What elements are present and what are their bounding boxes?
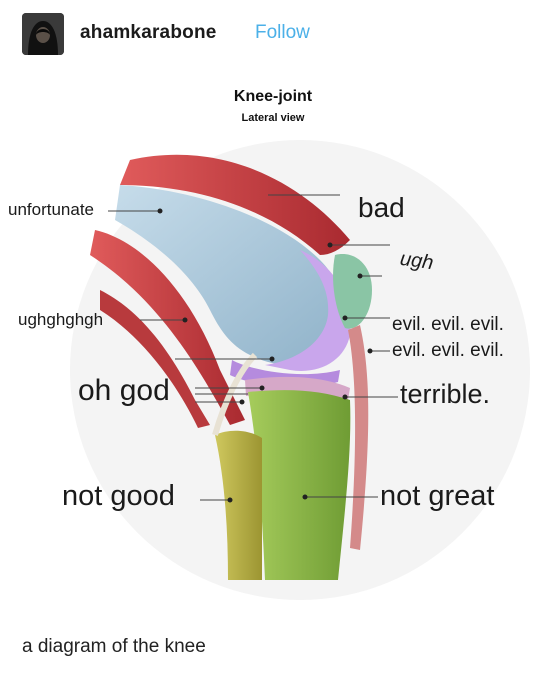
knee-illustration	[70, 140, 530, 600]
label-evil-1: evil. evil. evil.	[392, 314, 504, 335]
label-oh-god: oh god	[78, 374, 170, 407]
post-header: ahamkarabone Follow	[0, 0, 546, 66]
label-not-great: not great	[380, 480, 495, 512]
label-bad: bad	[358, 192, 405, 223]
label-evil-2: evil. evil. evil.	[392, 340, 504, 361]
hooded-figure-icon	[22, 13, 64, 55]
label-terrible: terrible.	[400, 379, 491, 409]
follow-button[interactable]: Follow	[255, 22, 310, 43]
label-unfortunate: unfortunate	[8, 200, 95, 219]
biceps-femoris-muscle	[100, 290, 210, 428]
leader-lines	[108, 194, 398, 501]
knee-diagram: Knee-joint Lateral view unfortunate bad …	[0, 70, 546, 600]
hamstring-muscle	[90, 230, 245, 425]
leader-dots	[157, 208, 373, 503]
femoral-cartilage	[265, 250, 351, 371]
femur-bone	[115, 185, 344, 366]
label-not-good: not good	[62, 480, 175, 512]
label-ughghghgh: ughghghgh	[18, 310, 104, 329]
avatar[interactable]	[22, 13, 64, 55]
fibula-bone	[215, 430, 262, 580]
label-ugh: ugh	[398, 247, 435, 275]
diagram-title: Knee-joint	[233, 88, 313, 105]
tibia-bone	[248, 390, 351, 580]
patella-bone	[333, 254, 372, 329]
patellar-ligament	[348, 325, 369, 550]
post-caption: a diagram of the knee	[22, 636, 206, 657]
quadriceps-muscle	[120, 154, 350, 255]
username[interactable]: ahamkarabone	[80, 22, 217, 43]
diagram-subtitle: Lateral view	[241, 112, 305, 124]
